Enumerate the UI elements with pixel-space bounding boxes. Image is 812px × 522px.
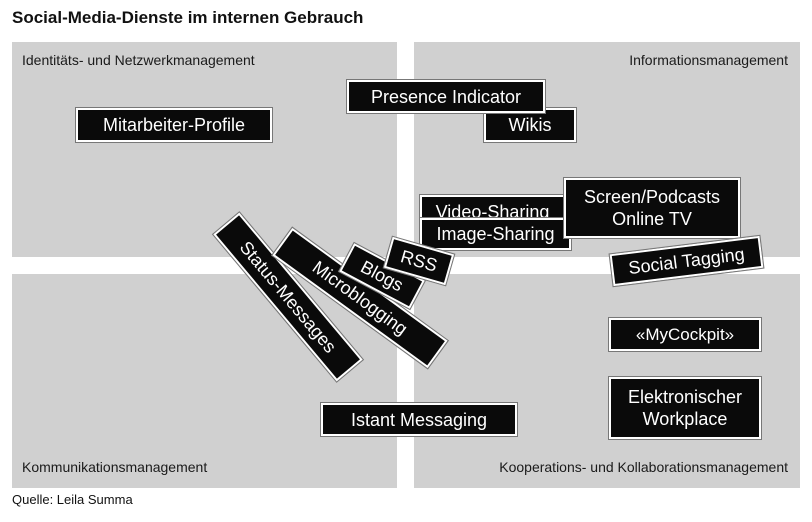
quadrant-label-communication: Kommunikationsmanagement bbox=[22, 459, 208, 475]
tag-wikis: Wikis bbox=[484, 108, 576, 142]
tag-istant-messaging: Istant Messaging bbox=[321, 403, 517, 436]
source-note: Quelle: Leila Summa bbox=[12, 492, 133, 507]
quadrant-identity-network bbox=[12, 42, 397, 257]
quadrant-label-cooperation: Kooperations- und Kollaborationsmanageme… bbox=[499, 459, 788, 475]
diagram-title: Social-Media-Dienste im internen Gebrauc… bbox=[12, 8, 364, 27]
tag-elektronischer-workplace-line1: Elektronischer bbox=[627, 387, 743, 407]
tag-presence-indicator: Presence Indicator bbox=[347, 80, 545, 113]
tag-mitarbeiter-profile: Mitarbeiter-Profile bbox=[76, 108, 272, 142]
tag-mycockpit: «MyCockpit» bbox=[609, 318, 761, 351]
tag-screen-podcasts-line2: Online TV bbox=[612, 209, 692, 229]
tag-elektronischer-workplace: Elektronischer Workplace bbox=[609, 377, 761, 439]
tag-screen-podcasts: Screen/Podcasts Online TV bbox=[564, 178, 740, 238]
tag-elektronischer-workplace-line2: Workplace bbox=[642, 409, 728, 429]
quadrant-label-information: Informationsmanagement bbox=[629, 52, 788, 68]
tag-screen-podcasts-line1: Screen/Podcasts bbox=[583, 187, 721, 207]
quadrant-communication bbox=[12, 274, 397, 488]
tag-image-sharing: Image-Sharing bbox=[420, 218, 571, 250]
quadrant-label-identity-network: Identitäts- und Netzwerkmanagement bbox=[22, 52, 255, 68]
